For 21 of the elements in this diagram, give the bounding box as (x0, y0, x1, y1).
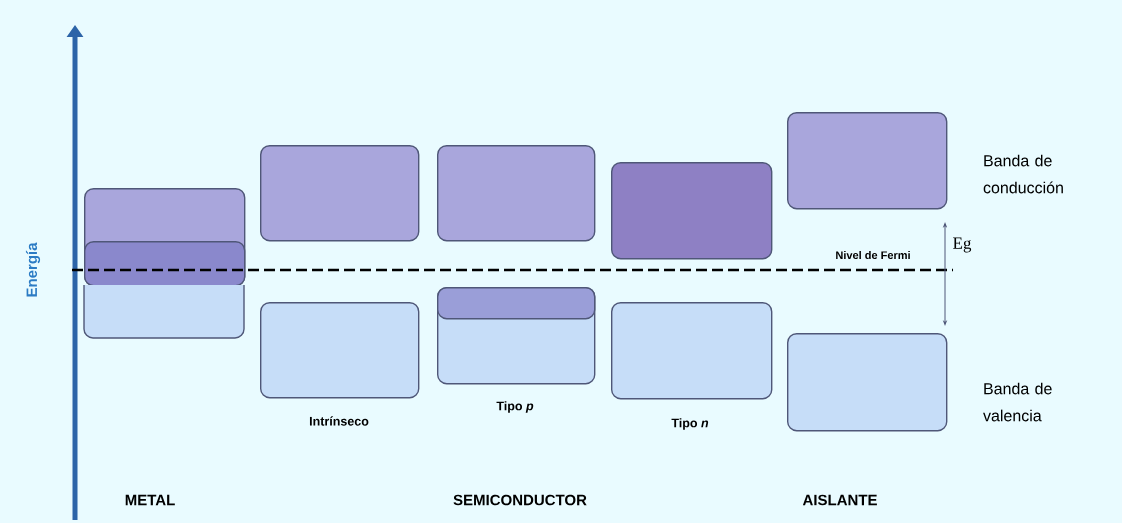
energy-band (260, 145, 420, 242)
band-overlap (84, 241, 246, 287)
energy-band (83, 284, 245, 339)
energy-band (787, 112, 948, 210)
fermi-level-label: Nivel de Fermi (836, 250, 910, 260)
gap-label: Eg (953, 237, 972, 253)
band-label: Banda de valencia (983, 382, 1052, 422)
acceptor-band (437, 287, 596, 320)
energy-band (611, 162, 773, 260)
column-caption: Intrínseco (309, 416, 369, 426)
energy-band (611, 302, 773, 400)
energy-band (260, 302, 420, 399)
category-label: SEMICONDUCTOR (453, 494, 587, 506)
band-label: Banda de conducción (983, 154, 1063, 194)
column-caption: Tipo p (496, 401, 534, 413)
category-label: METAL (125, 494, 175, 506)
energy-band (787, 333, 948, 432)
column-caption: Tipo n (671, 418, 709, 430)
category-label: AISLANTE (802, 494, 877, 506)
energy-band (437, 145, 596, 242)
axis-label: Energía (25, 242, 41, 297)
